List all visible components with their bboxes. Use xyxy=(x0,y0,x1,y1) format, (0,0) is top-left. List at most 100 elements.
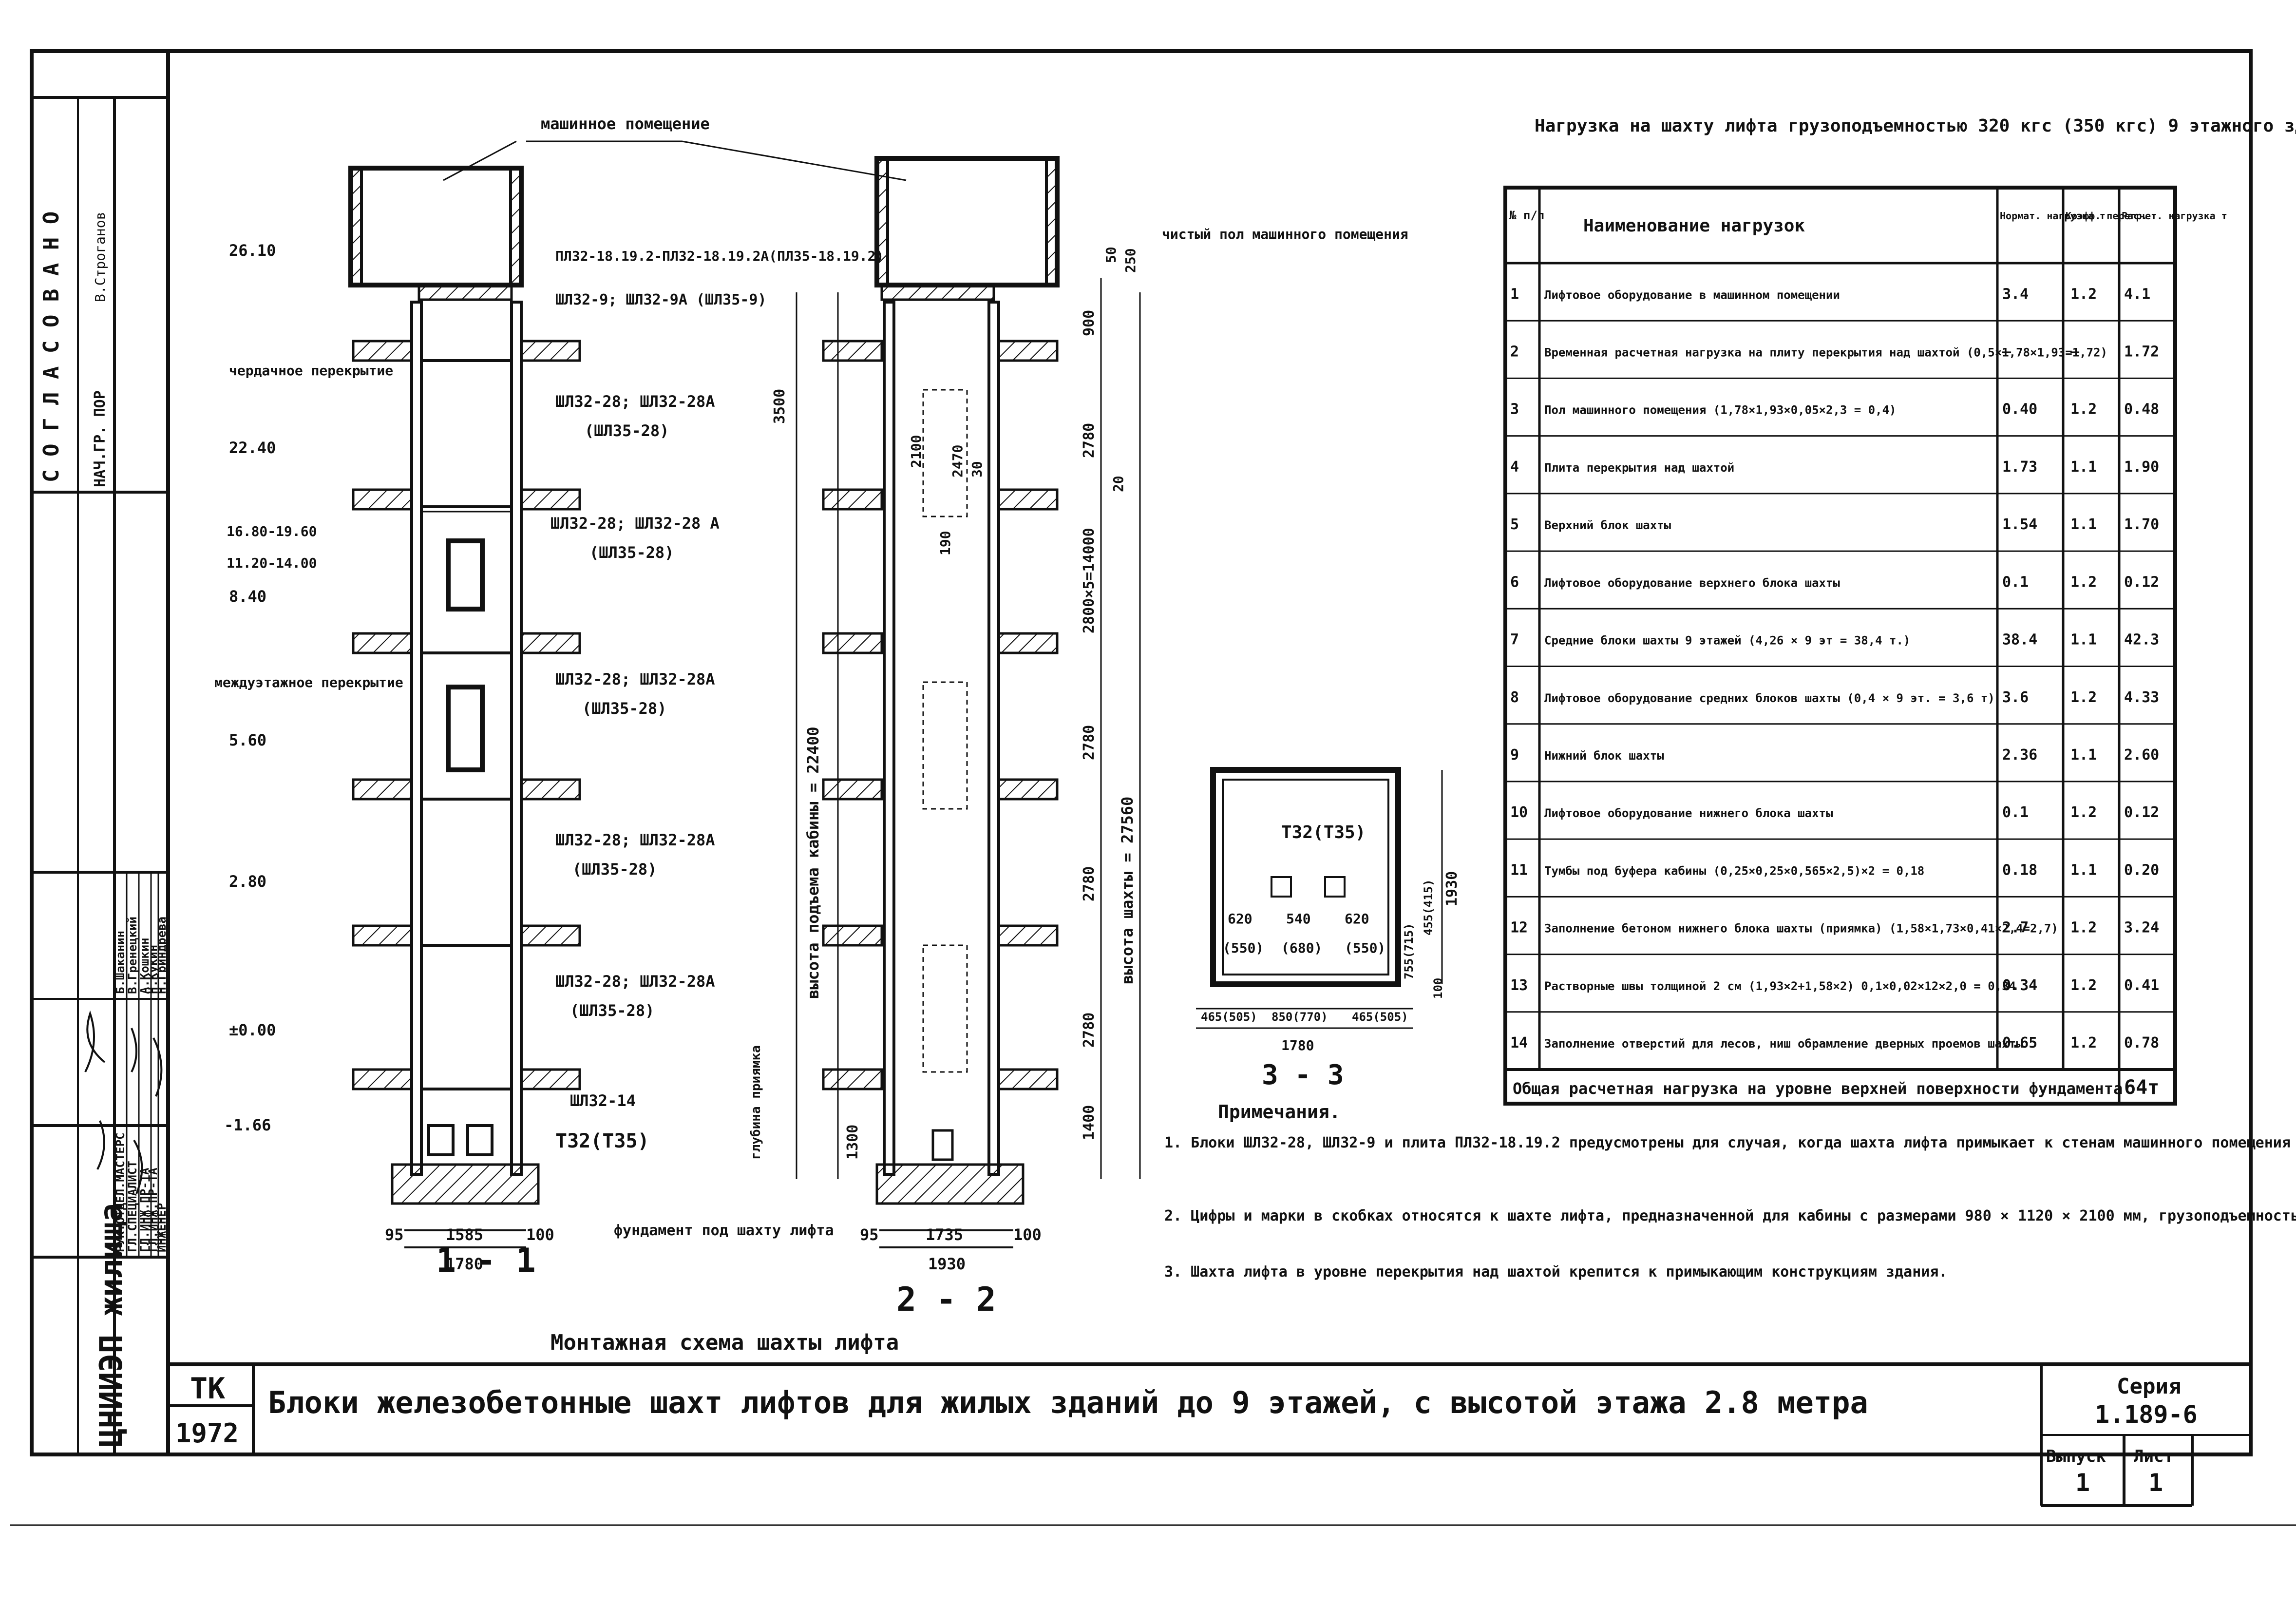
row-value: 2.60 xyxy=(2124,746,2159,764)
row-value: 0.20 xyxy=(2124,861,2159,879)
mark-7: (ШЛ35-28) xyxy=(582,699,666,718)
sec3-dim-1930: 1930 xyxy=(1443,871,1461,906)
dim-1-total: 1780 xyxy=(446,1255,483,1273)
row-value: 1.72 xyxy=(2124,344,2159,361)
sec3-dim-550b: (550) xyxy=(1345,940,1385,956)
signatures xyxy=(84,1010,163,1194)
dim-2-total: 1930 xyxy=(928,1255,966,1273)
level-2610: 26.10 xyxy=(229,241,276,260)
dim-v-2780-d: 2780 xyxy=(1081,1013,1098,1048)
section-2-2: 2 - 2 95 1735 100 1930 3500 2100 2470 30… xyxy=(749,156,1141,1319)
row-value: 1.2 xyxy=(2070,689,2097,706)
col-num: № п/п xyxy=(1509,209,1544,222)
row-number: 9 xyxy=(1510,746,1519,764)
row-number: 11 xyxy=(1510,861,1528,879)
title-year: 1972 xyxy=(175,1418,239,1449)
row-value: 1.2 xyxy=(2070,977,2097,994)
load-table-heading: Нагрузка на шахту лифта грузоподъемность… xyxy=(1535,116,2296,136)
level-166: -1.66 xyxy=(224,1116,271,1134)
row-value: 3.6 xyxy=(2002,689,2029,706)
row-value: 0.12 xyxy=(2124,574,2159,591)
dim-1-c: 100 xyxy=(526,1225,554,1244)
dim-v-50: 50 xyxy=(1103,247,1119,263)
row-value: 1.73 xyxy=(2002,459,2037,476)
row-value: 0.12 xyxy=(2124,804,2159,821)
sec3-dim-620a: 620 xyxy=(1228,911,1252,927)
row-value: 0.1 xyxy=(2002,804,2029,821)
section-3-label: 3 - 3 xyxy=(1262,1059,1344,1091)
row-value: 0.41 xyxy=(2124,977,2159,994)
dim-v-1400: 1400 xyxy=(1081,1105,1098,1140)
sec3-dim-550a: (550) xyxy=(1223,940,1264,956)
mark-2: ШЛ32-28; ШЛ32-28А xyxy=(555,392,715,411)
dim-v-1300: 1300 xyxy=(844,1125,861,1160)
stamp-name-3: А.Кошкин xyxy=(138,937,152,994)
row-value: 1.2 xyxy=(2070,919,2097,937)
row-value: 2.36 xyxy=(2002,746,2037,764)
note-1: 1. Блоки ШЛ32-28, ШЛ32-9 и плита ПЛ32-18… xyxy=(1164,1134,2296,1151)
total-value: 64т xyxy=(2124,1076,2159,1099)
row-value: 4.1 xyxy=(2124,286,2150,303)
row-name: Лифтовое оборудование верхнего блока шах… xyxy=(1544,576,1840,590)
title-code: ТК xyxy=(190,1372,225,1406)
mark-12: ШЛ32-14 xyxy=(570,1091,636,1110)
attic-floor-label: чердачное перекрытие xyxy=(229,363,393,379)
dim-v-3500: 3500 xyxy=(771,389,788,424)
dim-v-14000: 2800×5=14000 xyxy=(1081,528,1098,633)
row-name: Тумбы под буфера кабины (0,25×0,25×0,565… xyxy=(1544,864,1924,878)
main-caption: Монтажная схема шахты лифта xyxy=(550,1330,899,1355)
mark-10: ШЛ32-28; ШЛ32-28А xyxy=(555,972,715,991)
row-name: Средние блоки шахты 9 этажей (4,26 × 9 э… xyxy=(1544,634,1910,648)
mark-1: ШЛ32-9; ШЛ32-9А (ШЛ35-9) xyxy=(555,291,766,308)
dim-2-c: 100 xyxy=(1013,1225,1042,1244)
stamp-name-4: Н.Кукин xyxy=(146,945,160,994)
level-560: 5.60 xyxy=(229,731,266,749)
row-value: 0.65 xyxy=(2002,1034,2037,1052)
dim-v-250: 250 xyxy=(1122,248,1139,273)
title-series-label: Серия xyxy=(2117,1374,2181,1399)
row-name: Пол машинного помещения (1,78×1,93×0,05×… xyxy=(1544,403,1896,417)
dim-2-b: 1735 xyxy=(926,1225,963,1244)
interfloor-label: междуэтажное перекрытие xyxy=(214,674,403,690)
sec3-mark: Т32(Т35) xyxy=(1281,822,1366,842)
row-name: Заполнение бетоном нижнего блока шахты (… xyxy=(1544,922,2058,936)
stamp-name-2: В.Гренецкий xyxy=(126,917,139,994)
row-value: 0.78 xyxy=(2124,1034,2159,1052)
notes: Примечания. 1. Блоки ШЛ32-28, ШЛ32-9 и п… xyxy=(1164,1101,2296,1281)
row-value: — xyxy=(2002,344,2011,361)
row-value: 1.1 xyxy=(2070,746,2097,764)
load-table: Нагрузка на шахту лифта грузоподъемность… xyxy=(1503,116,2296,1106)
row-value: 1.1 xyxy=(2070,516,2097,533)
section-1-1: 1 - 1 95 1585 100 1780 xyxy=(348,166,581,1280)
stamp-role-4: ГЛ.ИНЖ.ПР-ТА xyxy=(146,1167,160,1252)
dim-v-190: 190 xyxy=(937,531,953,555)
sec3-dim-1780: 1780 xyxy=(1281,1037,1314,1053)
stamp-name-1: Б.Шаканин xyxy=(114,931,127,994)
stamp-dept: НАЧ.ГР. ПОР xyxy=(92,390,109,487)
row-value: 38.4 xyxy=(2002,631,2037,649)
level-2240: 22.40 xyxy=(229,439,276,457)
dim-v-2470: 2470 xyxy=(949,445,966,478)
note-3: 3. Шахта лифта в уровне перекрытия над ш… xyxy=(1164,1263,1947,1281)
mark-0: ПЛ32-18.19.2-ПЛ32-18.19.2А(ПЛ35-18.19.2) xyxy=(555,248,884,264)
row-name: Лифтовое оборудование нижнего блока шахт… xyxy=(1544,806,1833,820)
mark-9: (ШЛ35-28) xyxy=(572,860,657,879)
title-series-value: 1.189-6 xyxy=(2095,1400,2198,1429)
dim-v-2100: 2100 xyxy=(908,435,924,468)
foundation-label: фундамент под шахту лифта xyxy=(614,1222,834,1239)
row-value: 1.1 xyxy=(2070,631,2097,649)
stamp-role-1: РУК.ОТДЕЛ.МАСТЕРС xyxy=(114,1132,127,1252)
row-name: Нижний блок шахты xyxy=(1544,749,1664,763)
dim-v-2780-b: 2780 xyxy=(1081,725,1098,760)
level-000: ±0.00 xyxy=(229,1021,276,1039)
row-value: 1.2 xyxy=(2070,804,2097,821)
row-value: 1.2 xyxy=(2070,1034,2097,1052)
dim-v-20: 20 xyxy=(1110,476,1126,492)
dim-1-a: 95 xyxy=(385,1225,404,1244)
row-name: Временная расчетная нагрузка на плиту пе… xyxy=(1544,346,2107,360)
row-value: 1.2 xyxy=(2070,401,2097,418)
mark-3: (ШЛ35-28) xyxy=(585,421,669,440)
row-name: Плита перекрытия над шахтой xyxy=(1544,461,1734,475)
dim-1-b: 1585 xyxy=(446,1225,483,1244)
stamp-name-5: Н.Гриндрева xyxy=(155,917,169,994)
